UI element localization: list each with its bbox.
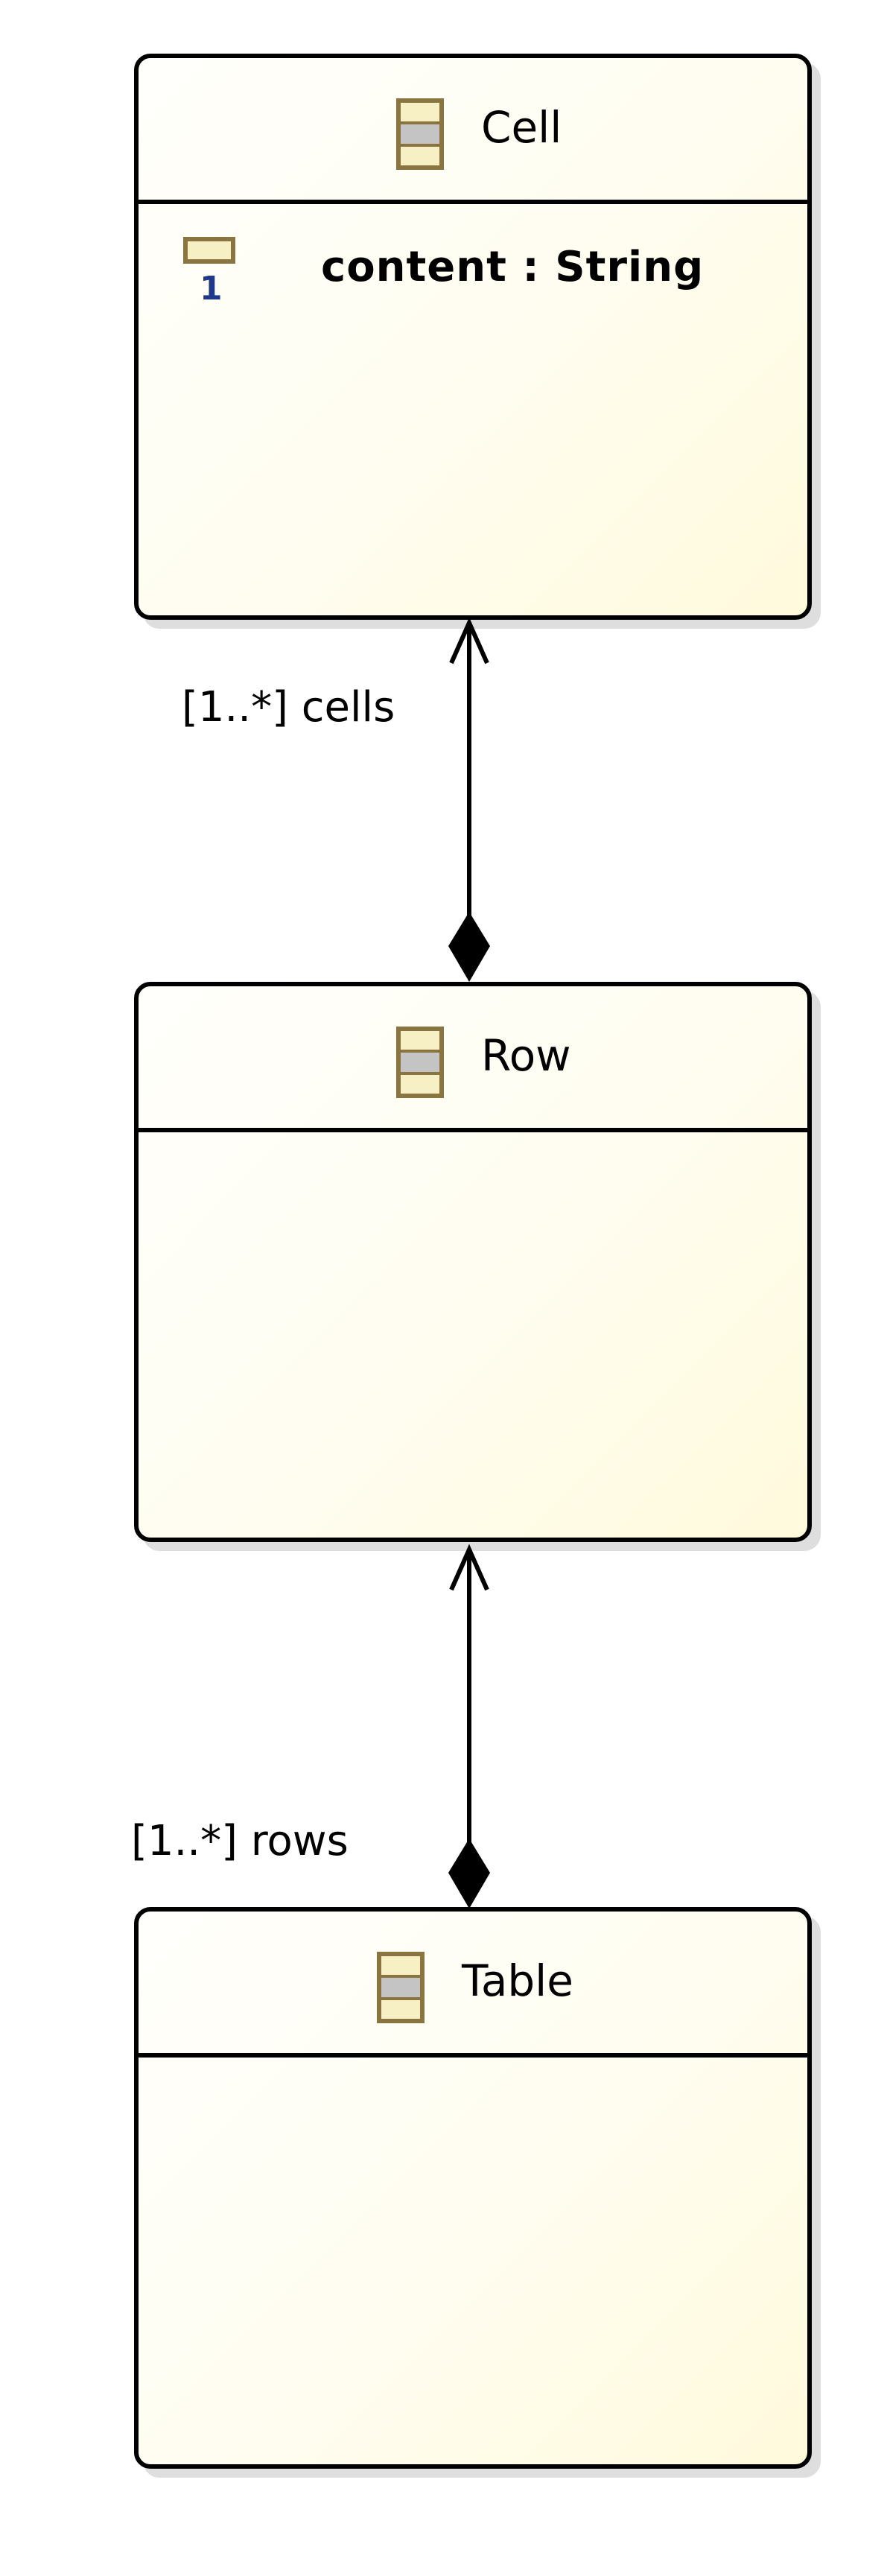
composition-diamond-icon — [448, 912, 490, 982]
role-label-cells: [1..*] cells — [182, 683, 395, 732]
class-table-name: Table — [462, 1955, 573, 2006]
association-table-rows[interactable] — [448, 1544, 490, 1909]
role-label-rows: [1..*] rows — [131, 1817, 349, 1865]
association-row-cells[interactable] — [448, 617, 490, 982]
eclass-icon — [396, 1027, 444, 1098]
class-cell-name: Cell — [481, 102, 562, 153]
class-cell-header: Cell — [139, 58, 807, 204]
class-row-name: Row — [481, 1030, 571, 1081]
class-row-header: Row — [139, 986, 807, 1132]
composition-diamond-icon — [448, 1839, 490, 1909]
attribute-multiplicity-glyph: 1 — [200, 270, 223, 304]
open-arrowhead-icon — [449, 617, 489, 664]
eattribute-icon: 1 — [183, 237, 235, 304]
eclass-icon — [396, 98, 444, 170]
class-table-header: Table — [139, 1912, 807, 2058]
eclass-icon — [377, 1952, 425, 2023]
attribute-content-label: content : String — [321, 243, 705, 291]
open-arrowhead-icon — [449, 1544, 489, 1591]
class-table[interactable]: Table — [134, 1907, 812, 2469]
class-cell[interactable]: Cell 1 content : String — [134, 54, 812, 620]
class-row[interactable]: Row — [134, 982, 812, 1542]
